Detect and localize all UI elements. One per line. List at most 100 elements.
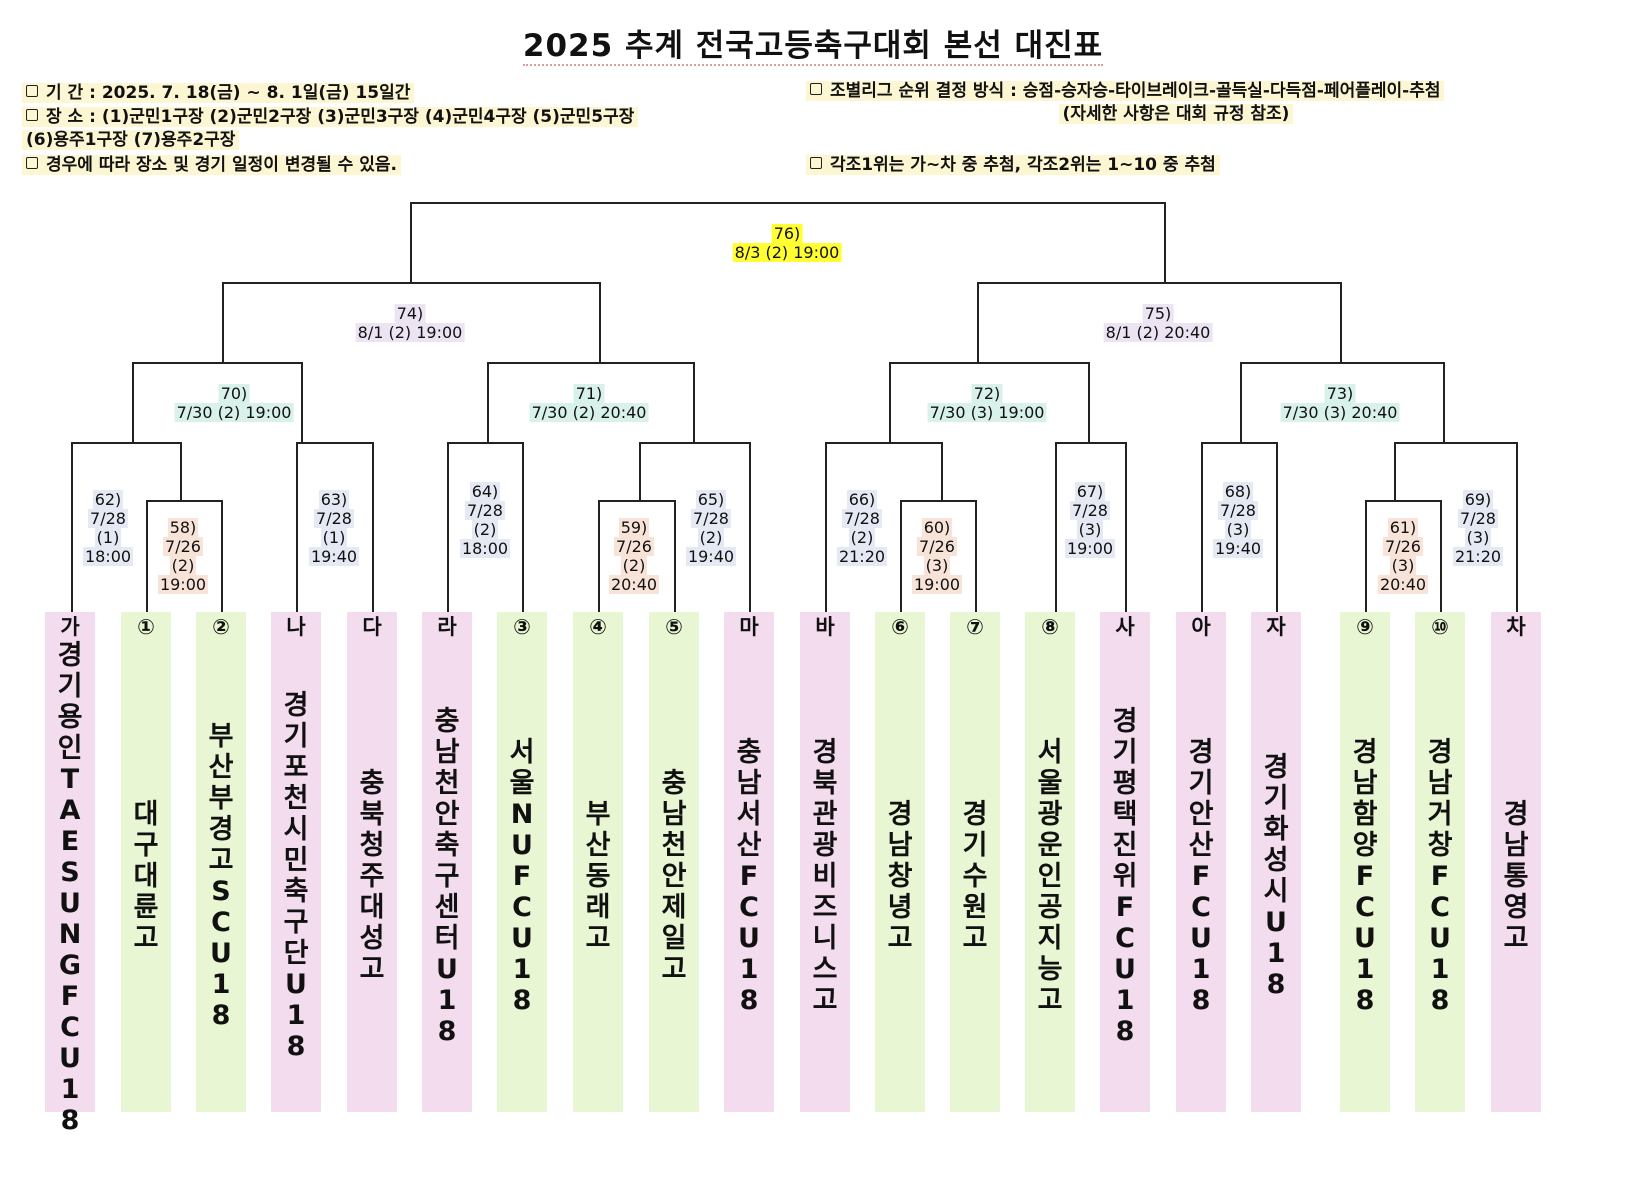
bracket-line xyxy=(1394,442,1396,500)
bracket-line xyxy=(674,500,676,612)
bracket-line xyxy=(693,362,695,442)
bracket-line xyxy=(977,282,1342,284)
info-venue-line2: (6)용주1구장 (7)용주2구장 xyxy=(22,130,240,150)
team-seed: ④ xyxy=(589,615,607,639)
bracket-line xyxy=(222,282,224,362)
bracket-line xyxy=(1365,500,1442,502)
match-69: 69)7/28(3)21:20 xyxy=(1452,490,1504,566)
bracket-line xyxy=(410,202,412,282)
match-58: 58)7/26(2)19:00 xyxy=(157,518,209,594)
bracket-line xyxy=(146,500,148,612)
match-70-quarterfinal: 70)7/30 (2) 19:00 xyxy=(174,384,294,422)
team-seed: ⑦ xyxy=(966,615,984,639)
bracket-line xyxy=(372,442,374,612)
team-seed: ③ xyxy=(513,615,531,639)
bracket-line xyxy=(1201,442,1203,612)
match-61: 61)7/26(3)20:40 xyxy=(1377,518,1429,594)
bracket-line xyxy=(222,282,601,284)
bracket-line xyxy=(180,442,182,500)
bracket-line xyxy=(749,442,751,612)
info-notice: 경우에 따라 장소 및 경기 일정이 변경될 수 있음. xyxy=(22,154,401,177)
bracket-line xyxy=(599,282,601,362)
page-title: 2025 추계 전국고등축구대회 본선 대진표 xyxy=(522,28,1104,66)
match-76-final: 76)8/3 (2) 19:00 xyxy=(732,224,842,262)
bracket-line xyxy=(146,500,223,502)
team-seed: ⑧ xyxy=(1041,615,1059,639)
checkbox-bullet-icon xyxy=(26,85,38,97)
match-63: 63)7/28(1)19:40 xyxy=(308,490,360,566)
team-seed: 바 xyxy=(815,615,835,639)
team-seed: 나 xyxy=(286,615,306,639)
bracket-line xyxy=(1276,442,1278,612)
match-72-quarterfinal: 72)7/30 (3) 19:00 xyxy=(927,384,1047,422)
checkbox-bullet-icon xyxy=(26,157,38,169)
team-seed: 라 xyxy=(437,615,457,639)
bracket-line xyxy=(447,442,449,612)
bracket-line xyxy=(639,442,641,500)
bracket-line xyxy=(1201,442,1278,444)
bracket-line xyxy=(900,500,902,612)
bracket-line xyxy=(296,442,298,612)
match-66: 66)7/28(2)21:20 xyxy=(836,490,888,566)
team-seed: 차 xyxy=(1506,615,1526,639)
info-draw-rule: 각조1위는 가~차 중 추첨, 각조2위는 1~10 중 추첨 xyxy=(806,154,1220,177)
team-seed: ⑩ xyxy=(1431,615,1449,639)
bracket-line xyxy=(522,442,524,612)
team-seed: ① xyxy=(137,615,155,639)
bracket-line xyxy=(977,282,979,362)
bracket-line xyxy=(1443,362,1445,442)
bracket-line xyxy=(1394,442,1518,444)
bracket-line xyxy=(1440,500,1442,612)
match-71-quarterfinal: 71)7/30 (2) 20:40 xyxy=(529,384,649,422)
checkbox-bullet-icon xyxy=(810,83,822,95)
match-64: 64)7/28(2)18:00 xyxy=(459,482,511,558)
team-seed: 자 xyxy=(1266,615,1286,639)
match-67: 67)7/28(3)19:00 xyxy=(1064,482,1116,558)
info-ranking-method: 조별리그 순위 결정 방식 : 승점-승자승-타이브레이크-골득실-다득점-페어… xyxy=(806,80,1546,126)
match-73-quarterfinal: 73)7/30 (3) 20:40 xyxy=(1280,384,1400,422)
bracket-line xyxy=(1088,362,1090,442)
bracket-line xyxy=(889,362,891,442)
info-venue: 장 소 : (1)군민1구장 (2)군민2구장 (3)군민3구장 (4)군민4구… xyxy=(22,106,639,152)
bracket-line xyxy=(1365,500,1367,612)
bracket-line xyxy=(1125,442,1127,612)
bracket-line xyxy=(639,442,751,444)
bracket-line xyxy=(889,362,1090,364)
match-62: 62)7/28(1)18:00 xyxy=(82,490,134,566)
bracket-line xyxy=(598,500,600,612)
team-seed: ② xyxy=(212,615,230,639)
team-seed: ⑥ xyxy=(891,615,909,639)
match-60: 60)7/26(3)19:00 xyxy=(911,518,963,594)
team-seed: 가 xyxy=(60,615,80,639)
bracket-line xyxy=(825,442,943,444)
team-seed: 마 xyxy=(739,615,759,639)
match-65: 65)7/28(2)19:40 xyxy=(685,490,737,566)
bracket-line xyxy=(1516,442,1518,612)
bracket-line xyxy=(825,442,827,612)
bracket-line xyxy=(487,362,695,364)
